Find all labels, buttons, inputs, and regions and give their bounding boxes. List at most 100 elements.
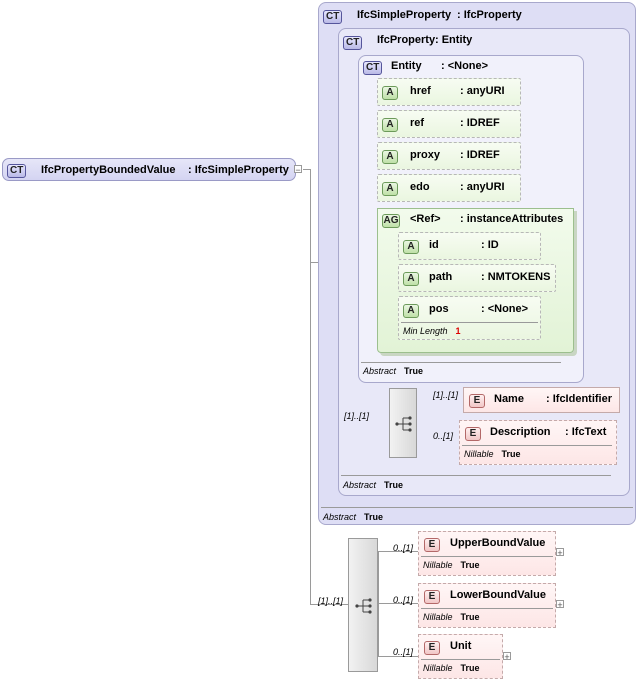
element-name[interactable]: E Name : IfcIdentifier bbox=[463, 387, 620, 413]
seq2-to-upper-line bbox=[378, 551, 418, 552]
root-complex-type[interactable]: CT IfcPropertyBoundedValue : IfcSimplePr… bbox=[2, 158, 296, 181]
attribute-badge: A bbox=[382, 86, 398, 100]
complex-type-badge: CT bbox=[343, 36, 363, 50]
sequence-cardinality: [1]..[1] bbox=[344, 411, 370, 421]
separator bbox=[401, 322, 538, 323]
attribute-type: : NMTOKENS bbox=[481, 271, 551, 283]
attribute-id[interactable]: A id : ID bbox=[398, 232, 541, 260]
simple-property-base: : IfcProperty bbox=[457, 9, 522, 21]
expand-toggle[interactable]: + bbox=[556, 600, 564, 610]
attribute-group-name: <Ref> bbox=[410, 213, 441, 225]
element-badge: E bbox=[469, 394, 485, 408]
separator bbox=[462, 445, 612, 446]
sequence-icon bbox=[395, 416, 412, 432]
separator bbox=[421, 608, 553, 609]
attribute-name: id bbox=[429, 239, 439, 251]
simple-property-name: IfcSimpleProperty bbox=[357, 9, 452, 21]
seq2-to-unit-line bbox=[378, 656, 418, 657]
attribute-type: : anyURI bbox=[460, 181, 505, 193]
attribute-type: : IDREF bbox=[460, 117, 500, 129]
attribute-badge: A bbox=[403, 304, 419, 318]
attribute-badge: A bbox=[382, 182, 398, 196]
sequence-icon bbox=[355, 598, 372, 614]
attribute-group-badge: AG bbox=[382, 214, 400, 228]
collapse-toggle[interactable]: − bbox=[294, 165, 302, 175]
attribute-proxy[interactable]: A proxy : IDREF bbox=[377, 142, 521, 170]
root-type-name: IfcPropertyBoundedValue bbox=[41, 164, 176, 176]
attribute-name: ref bbox=[410, 117, 425, 129]
complex-type-badge: CT bbox=[363, 61, 383, 75]
separator bbox=[361, 362, 561, 363]
separator bbox=[341, 475, 611, 476]
seq2-to-lower-line bbox=[378, 603, 418, 604]
attribute-name: href bbox=[410, 85, 431, 97]
attribute-group-type: : instanceAttributes bbox=[460, 213, 564, 225]
element-badge: E bbox=[424, 538, 440, 552]
attribute-badge: A bbox=[382, 150, 398, 164]
attribute-type: : IDREF bbox=[460, 149, 500, 161]
element-label: Name bbox=[494, 393, 524, 405]
element-type: : IfcIdentifier bbox=[546, 393, 613, 405]
seq2-fork-line bbox=[378, 551, 379, 657]
attribute-badge: A bbox=[382, 118, 398, 132]
property-name: IfcProperty bbox=[377, 34, 436, 46]
attribute-name: proxy bbox=[410, 149, 440, 161]
element-badge: E bbox=[465, 427, 481, 441]
property-base: : Entity bbox=[435, 34, 473, 46]
element-cardinality: 0..[1] bbox=[433, 431, 454, 441]
element-cardinality: 0..[1] bbox=[393, 647, 414, 657]
element-label: LowerBoundValue bbox=[450, 589, 546, 601]
element-cardinality: 0..[1] bbox=[393, 543, 414, 553]
attribute-name: path bbox=[429, 271, 453, 283]
attribute-name: pos bbox=[429, 303, 449, 315]
attribute-type: : <None> bbox=[481, 303, 529, 315]
separator bbox=[321, 507, 633, 508]
attribute-type: : anyURI bbox=[460, 85, 505, 97]
expand-toggle[interactable]: + bbox=[556, 548, 564, 558]
sequence-compositor[interactable] bbox=[348, 538, 378, 672]
attribute-href[interactable]: A href : anyURI bbox=[377, 78, 521, 106]
trunk-to-simple-line bbox=[310, 262, 318, 263]
element-label: Description bbox=[490, 426, 551, 438]
separator bbox=[421, 556, 553, 557]
expand-toggle[interactable]: + bbox=[503, 652, 511, 662]
root-type-base: : IfcSimpleProperty bbox=[188, 164, 289, 176]
attribute-edo[interactable]: A edo : anyURI bbox=[377, 174, 521, 202]
entity-name: Entity bbox=[391, 60, 422, 72]
attribute-badge: A bbox=[403, 240, 419, 254]
root-connector bbox=[303, 169, 311, 170]
element-label: Unit bbox=[450, 640, 472, 652]
element-type: : IfcText bbox=[565, 426, 607, 438]
sequence-cardinality: [1]..[1] bbox=[318, 596, 344, 606]
root-trunk-line bbox=[310, 169, 311, 605]
attribute-type: : ID bbox=[481, 239, 499, 251]
attribute-ref[interactable]: A ref : IDREF bbox=[377, 110, 521, 138]
element-cardinality: 0..[1] bbox=[393, 595, 414, 605]
element-cardinality: [1]..[1] bbox=[433, 390, 459, 400]
element-badge: E bbox=[424, 641, 440, 655]
complex-type-badge: CT bbox=[323, 10, 343, 24]
entity-base: : <None> bbox=[441, 60, 489, 72]
trunk-to-seq2-line bbox=[310, 604, 348, 605]
attribute-path[interactable]: A path : NMTOKENS bbox=[398, 264, 556, 292]
separator bbox=[421, 659, 500, 660]
element-badge: E bbox=[424, 590, 440, 604]
attribute-badge: A bbox=[403, 272, 419, 286]
sequence-compositor[interactable] bbox=[389, 388, 417, 458]
element-label: UpperBoundValue bbox=[450, 537, 546, 549]
attribute-name: edo bbox=[410, 181, 430, 193]
complex-type-badge: CT bbox=[7, 164, 27, 178]
